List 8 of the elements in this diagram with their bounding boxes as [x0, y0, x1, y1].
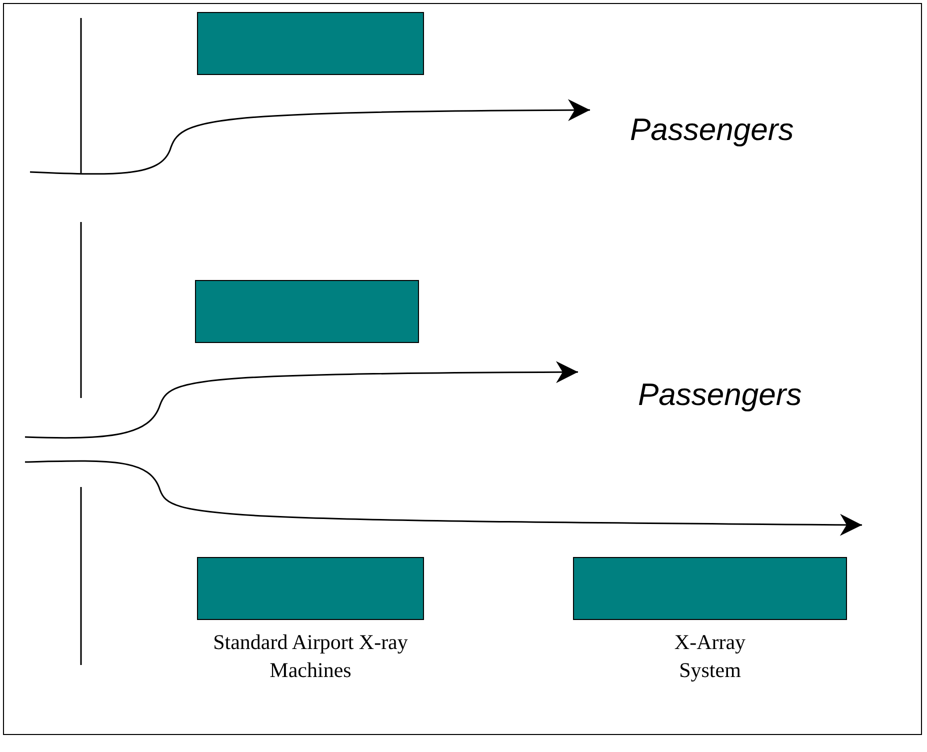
machine-box — [195, 280, 419, 343]
machine-caption: Standard Airport X-ray Machines — [212, 629, 409, 684]
flow-label: Passengers — [630, 112, 794, 148]
flow-label: Passengers — [638, 377, 802, 413]
machine-caption: X-Array System — [673, 629, 747, 684]
machine-box — [197, 557, 424, 620]
machine-box — [573, 557, 847, 620]
machine-box — [197, 12, 424, 75]
